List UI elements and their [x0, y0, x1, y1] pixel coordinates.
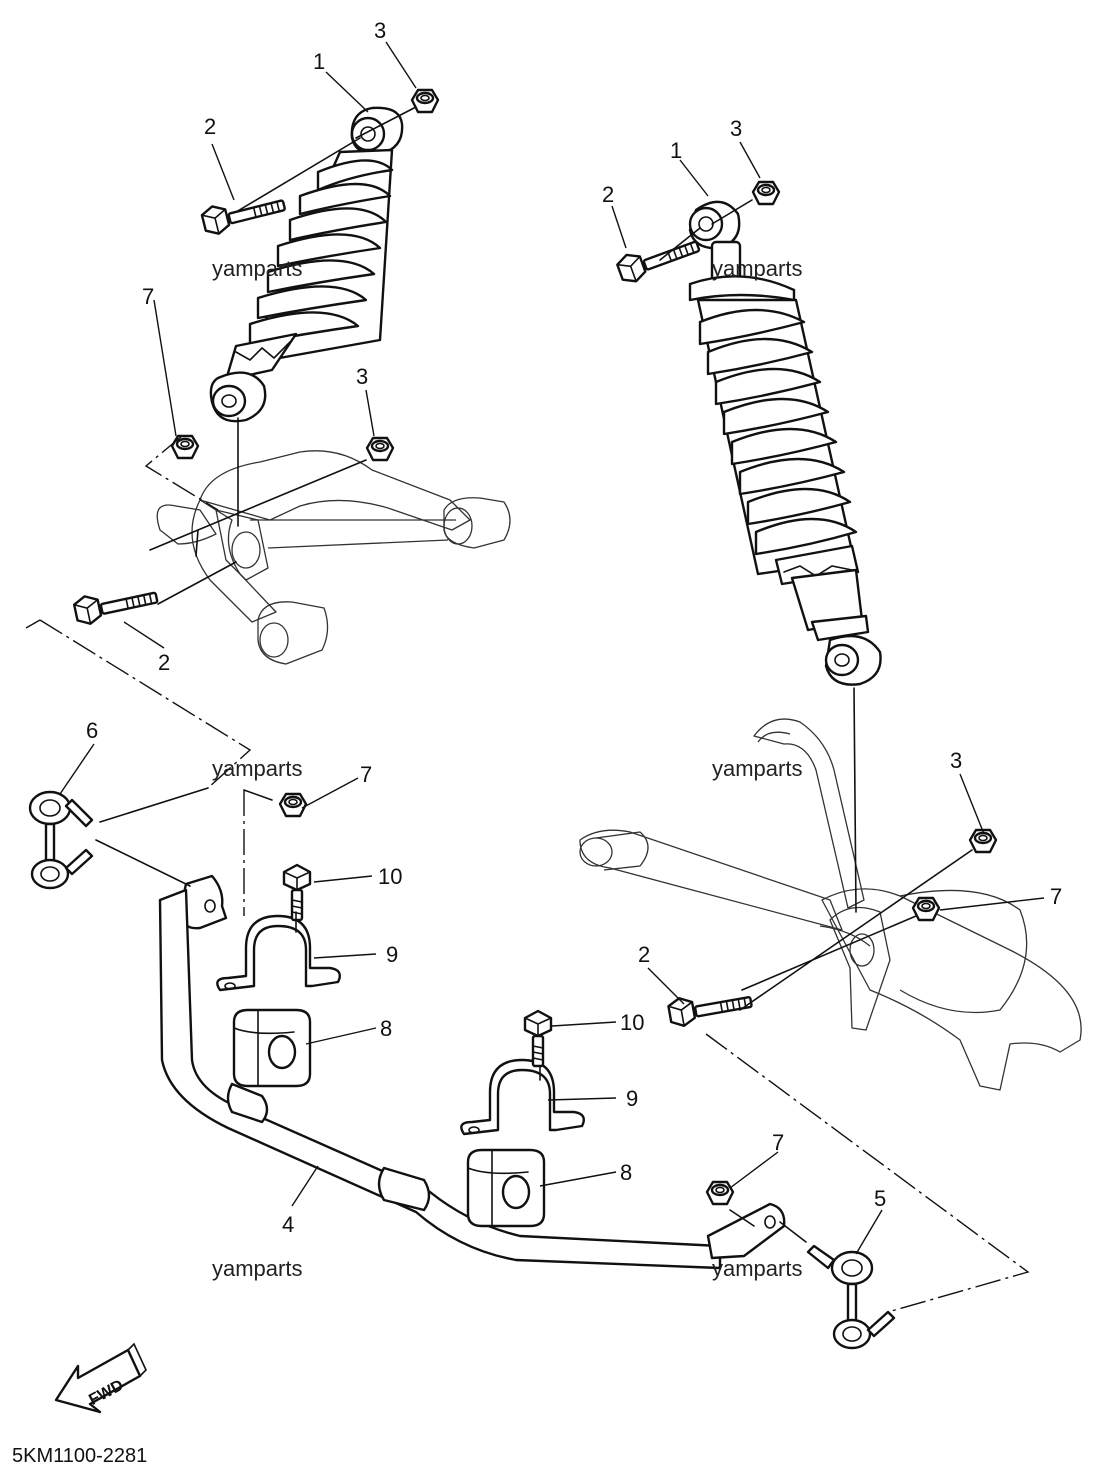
left-shock-absorber [209, 106, 404, 423]
callout-7: 7 [142, 284, 154, 309]
callout-2: 2 [638, 942, 650, 967]
watermark: yamparts [712, 256, 802, 281]
right-shock-absorber [688, 200, 882, 686]
callout-3: 3 [374, 18, 386, 43]
nut-link-right [705, 1180, 735, 1206]
bolt-lower-left [71, 580, 161, 628]
callout-10: 10 [378, 864, 402, 889]
clamp-right [460, 1058, 585, 1136]
right-lower-arm [579, 718, 1082, 1091]
callout-3: 3 [950, 748, 962, 773]
nut-lower-left-b [365, 436, 395, 462]
nut-arm-right-b [911, 896, 941, 922]
callout-2: 2 [158, 650, 170, 675]
fwd-arrow: FWD [54, 1342, 147, 1414]
watermark: yamparts [212, 256, 302, 281]
nut-top-left [410, 88, 440, 114]
end-link-left [28, 790, 94, 890]
callout-7: 7 [772, 1130, 784, 1155]
callout-9: 9 [626, 1086, 638, 1111]
callout-10: 10 [620, 1010, 644, 1035]
callout-1: 1 [670, 138, 682, 163]
nut-lower-left-a [170, 434, 200, 460]
callout-7: 7 [360, 762, 372, 787]
bushing-right [466, 1148, 546, 1228]
callout-8: 8 [380, 1016, 392, 1041]
callout-2: 2 [602, 182, 614, 207]
callout-7: 7 [1050, 884, 1062, 909]
bolt-top-right [614, 229, 704, 287]
end-link-right [806, 1244, 896, 1350]
watermark: yamparts [212, 1256, 302, 1281]
connection-lines [25, 435, 1030, 1313]
alignment-lines [95, 107, 973, 1243]
callout-3: 3 [356, 364, 368, 389]
callout-8: 8 [620, 1160, 632, 1185]
clamp-left [216, 914, 341, 992]
bushing-left [232, 1008, 312, 1088]
diagram-code: 5KM1100-2281 [12, 1445, 147, 1467]
callout-6: 6 [86, 718, 98, 743]
bolt-top-left [199, 188, 289, 238]
nut-top-right [751, 180, 781, 206]
bolt-clamp-left [282, 863, 312, 922]
watermark: yamparts [212, 756, 302, 781]
callout-numbers: 1 3 2 1 3 2 7 3 2 6 7 10 9 8 3 7 2 10 9 … [86, 18, 1062, 1237]
left-lower-arm [156, 450, 511, 665]
callout-leaders [59, 41, 1045, 1255]
watermark: yamparts [712, 756, 802, 781]
callout-5: 5 [874, 1186, 886, 1211]
callout-3: 3 [730, 116, 742, 141]
bolt-clamp-right [523, 1009, 553, 1068]
callout-9: 9 [386, 942, 398, 967]
nut-link-left [278, 792, 308, 818]
callout-1: 1 [313, 49, 325, 74]
callout-2: 2 [204, 114, 216, 139]
callout-4: 4 [282, 1212, 294, 1237]
watermarks: yamparts yamparts yamparts yamparts yamp… [212, 256, 802, 1281]
bolt-lower-right [666, 984, 755, 1030]
stabilizer-bar [158, 874, 786, 1270]
watermark: yamparts [712, 1256, 802, 1281]
